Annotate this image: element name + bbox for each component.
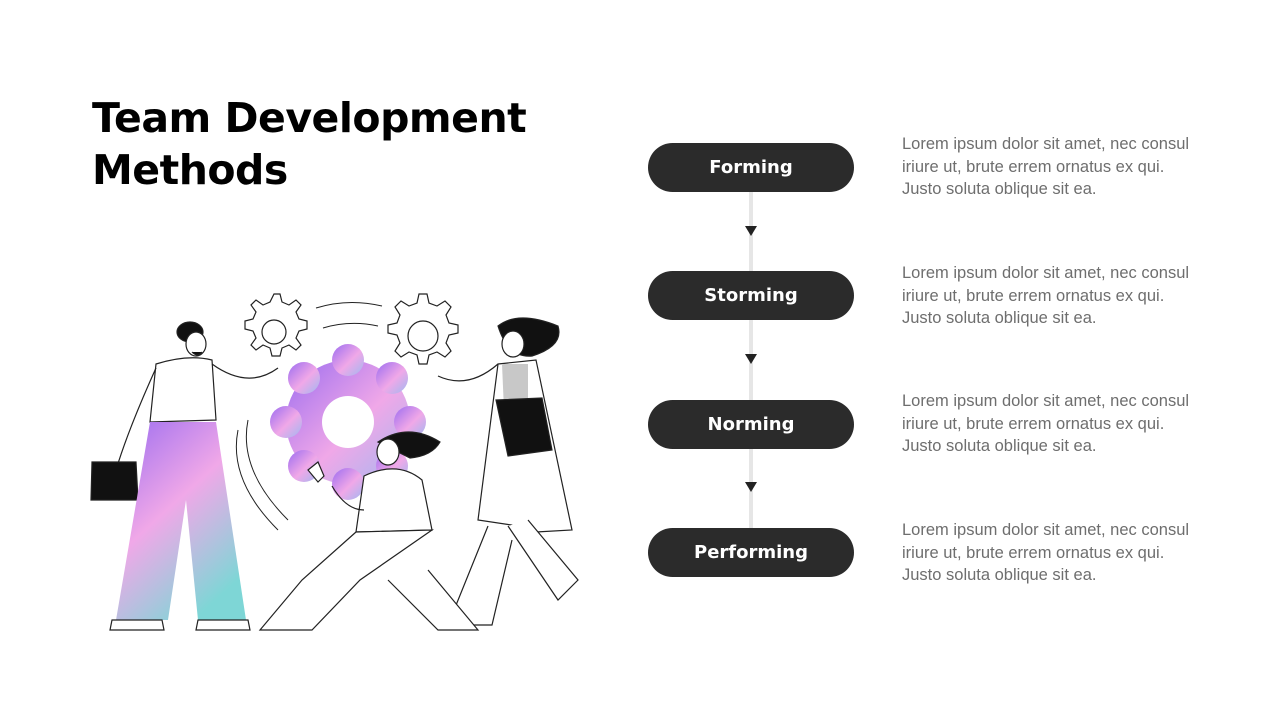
team-illustration (90, 293, 579, 631)
arrow-down-icon (745, 354, 757, 364)
stage-storming: Storming (648, 271, 854, 320)
stage-norming-description: Lorem ipsum dolor sit amet, nec consul i… (902, 392, 1190, 455)
stage-forming-description: Lorem ipsum dolor sit amet, nec consul i… (902, 135, 1190, 198)
stage-performing-description: Lorem ipsum dolor sit amet, nec consul i… (902, 521, 1190, 584)
stage-storming-description: Lorem ipsum dolor sit amet, nec consul i… (902, 264, 1190, 327)
gear-outline-icon (387, 293, 459, 365)
stage-norming: Norming (648, 400, 854, 449)
page-title: Team Development Methods (92, 94, 527, 194)
stage-forming: Forming (648, 143, 854, 192)
stage-performing: Performing (648, 528, 854, 577)
person-kneeling (258, 431, 480, 631)
person-right (437, 317, 579, 626)
gear-outline-icon (244, 293, 308, 357)
person-left (90, 321, 279, 631)
arrow-down-icon (745, 226, 757, 236)
arrow-down-icon (745, 482, 757, 492)
